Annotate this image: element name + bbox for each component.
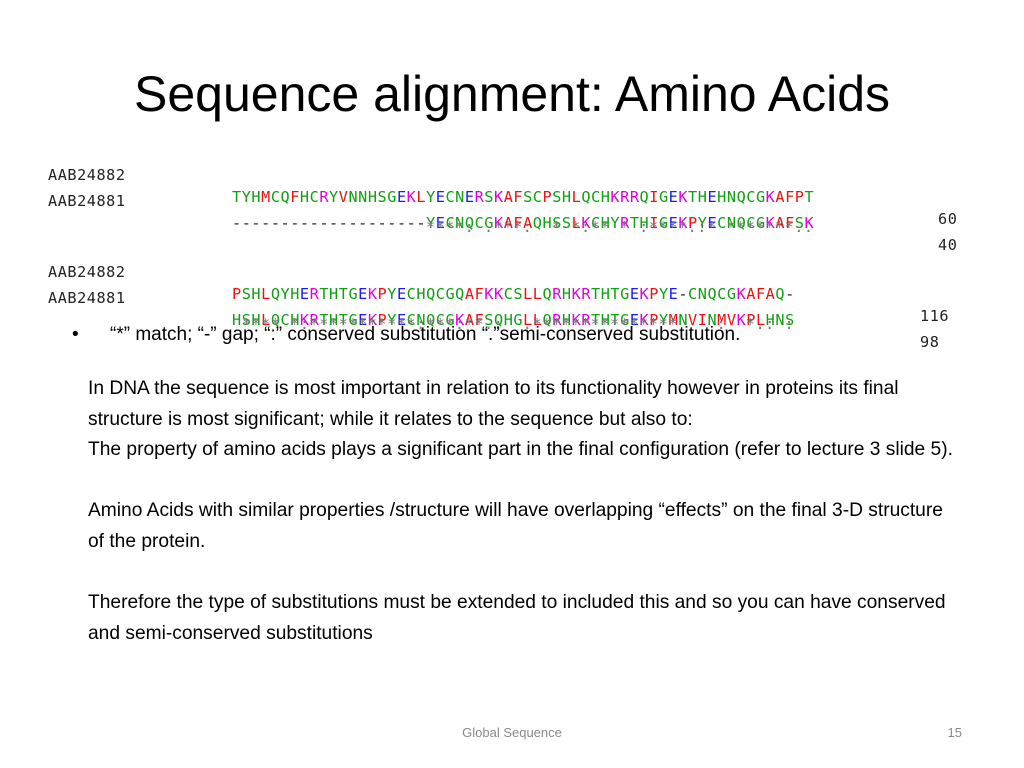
sequence-residues: TYHMCQFHCRYVNNHSGEKLYECNERSKAFSCPSHLQCHK…: [232, 188, 815, 206]
sequence-id: AAB24881: [48, 192, 126, 210]
sequence-residues: HSHLQCHKRTHTGEKPYECNQCGKAFSQHGLLQRHKRTHT…: [232, 311, 795, 329]
sequence-alignment: AAB24882 TYHMCQFHCRYVNNHSGEKLYECNERSKAFS…: [48, 142, 968, 351]
alignment-row: AAB24882 PSHLQYHERTHTGEKPYECHQCGQAFKKCSL…: [48, 239, 949, 325]
legend-text: “*” match; “-” gap; “:” conserved substi…: [110, 324, 741, 345]
footer-title: Global Sequence: [462, 725, 562, 740]
paragraph: Amino Acids with similar properties /str…: [88, 500, 943, 552]
sequence-id: AAB24881: [48, 289, 126, 307]
alignment-row: AAB24881 --------------------YECNQCGKAFA…: [48, 168, 957, 254]
paragraph: In DNA the sequence is most important in…: [88, 378, 899, 430]
sequence-id: AAB24882: [48, 166, 126, 184]
slide-title: Sequence alignment: Amino Acids: [133, 66, 891, 122]
sequence-id: AAB24882: [48, 263, 126, 281]
alignment-row: AAB24882 TYHMCQFHCRYVNNHSGEKLYECNERSKAFS…: [48, 142, 957, 228]
consensus-row: **** *:***********:***:**.: .***********…: [48, 291, 794, 333]
paragraph-spacer: [88, 558, 958, 589]
consensus-row: ****: .***: * *:** * :****.:* *******..: [48, 194, 813, 236]
sequence-position: 40: [938, 236, 958, 254]
paragraph: Therefore the type of substitutions must…: [88, 592, 946, 644]
consensus-symbols: **** *:***********:***:**.: .***********…: [232, 315, 795, 333]
alignment-row: AAB24881 HSHLQCHKRTHTGEKPYECNQCGKAFSQHGL…: [48, 265, 939, 351]
sequence-residues: --------------------YECNQCGKAFAQHSSLKCHY…: [232, 214, 815, 232]
sequence-position: 98: [920, 333, 940, 351]
legend-bullet: • “*” match; “-” gap; “:” conserved subst…: [72, 322, 740, 348]
consensus-symbols: ****: .***: * *:** * :****.:* *******..: [232, 218, 814, 236]
sequence-position: 116: [920, 307, 950, 325]
body-text: In DNA the sequence is most important in…: [88, 374, 958, 649]
sequence-residues: PSHLQYHERTHTGEKPYECHQCGQAFKKCSLLQRHKRTHT…: [232, 285, 795, 303]
slide-number: 15: [947, 725, 962, 740]
paragraph-spacer: [88, 466, 958, 497]
bullet-icon: •: [72, 324, 79, 345]
sequence-position: 60: [938, 210, 958, 228]
paragraph: The property of amino acids plays a sign…: [88, 439, 953, 461]
